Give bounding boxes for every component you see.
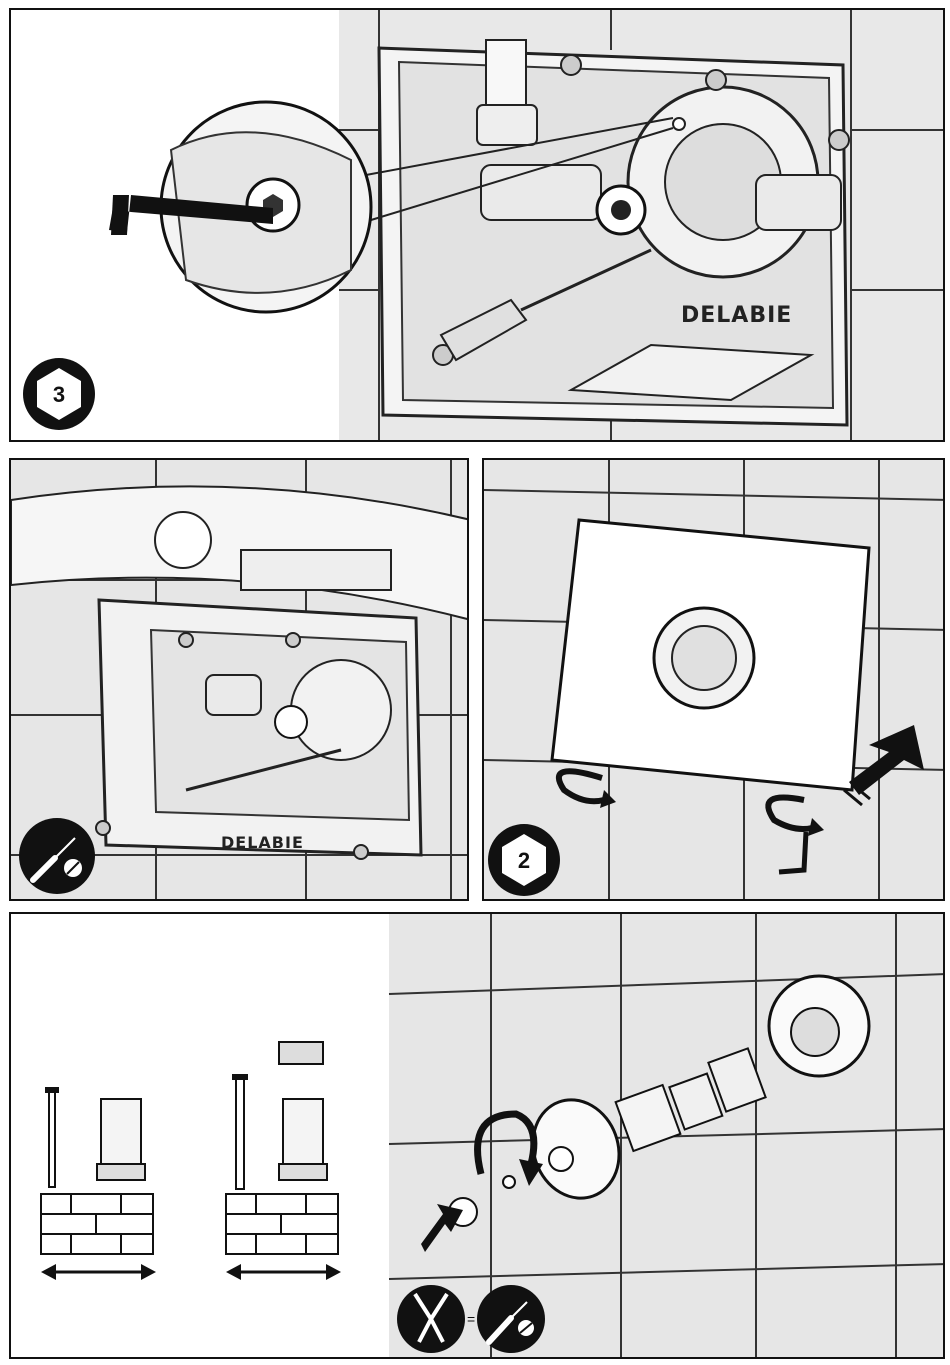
equals-sign: =: [467, 1311, 475, 1327]
step-3-number: 3: [53, 382, 65, 407]
step-2-number: 2: [518, 848, 530, 873]
brand-label: DELABIE: [681, 303, 792, 328]
panel-step-2: 2: [482, 458, 945, 901]
pliers-icon: [397, 1285, 465, 1353]
spindle-spline: [597, 186, 645, 234]
brick-wall: [41, 1194, 153, 1254]
handle-screw-hole: [549, 1147, 573, 1171]
brick-wall: [226, 1194, 338, 1254]
valve-outlet: [756, 175, 841, 230]
wall-thickness-diagram-a: [41, 1087, 156, 1280]
box-screw: [706, 70, 726, 90]
width-arrow-head: [326, 1264, 341, 1280]
width-arrow-head: [41, 1264, 56, 1280]
screwdriver-icon: [477, 1285, 545, 1353]
spacer-nut: [97, 1164, 145, 1180]
width-arrow-head: [141, 1264, 156, 1280]
valve-inlet: [206, 675, 261, 715]
panel-step-3: DELABIE 3: [9, 8, 945, 442]
panel-box-install: DELABIE: [9, 458, 469, 901]
spindle-spline: [275, 706, 307, 738]
spacer-extension: [283, 1099, 323, 1169]
box-screw: [561, 55, 581, 75]
rosette-inner: [672, 626, 736, 690]
allen-key-handle: [111, 195, 129, 235]
spacer-extension: [101, 1099, 141, 1169]
step-2-illustration: 2: [484, 460, 945, 901]
hex-screw-target: [673, 118, 685, 130]
spacer-nut: [279, 1164, 327, 1180]
extra-spacer: [279, 1042, 323, 1064]
pipe-nut: [477, 105, 537, 145]
brand-label: DELABIE: [221, 833, 304, 852]
screw-head: [45, 1087, 59, 1093]
screwdriver-icon: [19, 818, 95, 894]
wall-thickness-diagram-b: [226, 1042, 341, 1280]
box-screw: [829, 130, 849, 150]
screw-head: [232, 1074, 248, 1080]
step-3-illustration: DELABIE 3: [11, 10, 945, 442]
valve-body: [291, 660, 391, 760]
long-screw: [49, 1092, 55, 1187]
rosette-spline: [791, 1008, 839, 1056]
step-3-badge: 3: [23, 358, 95, 430]
panel-assembly: =: [9, 912, 945, 1359]
step-2-badge: 2: [488, 824, 560, 896]
width-arrow-head: [226, 1264, 241, 1280]
long-screw: [236, 1079, 244, 1189]
handle-screw: [503, 1176, 515, 1188]
box-install-illustration: DELABIE: [11, 460, 469, 901]
template-slot: [241, 550, 391, 590]
template-hole: [155, 512, 211, 568]
valve-inlet: [481, 165, 601, 220]
assembly-illustration: =: [11, 914, 945, 1359]
